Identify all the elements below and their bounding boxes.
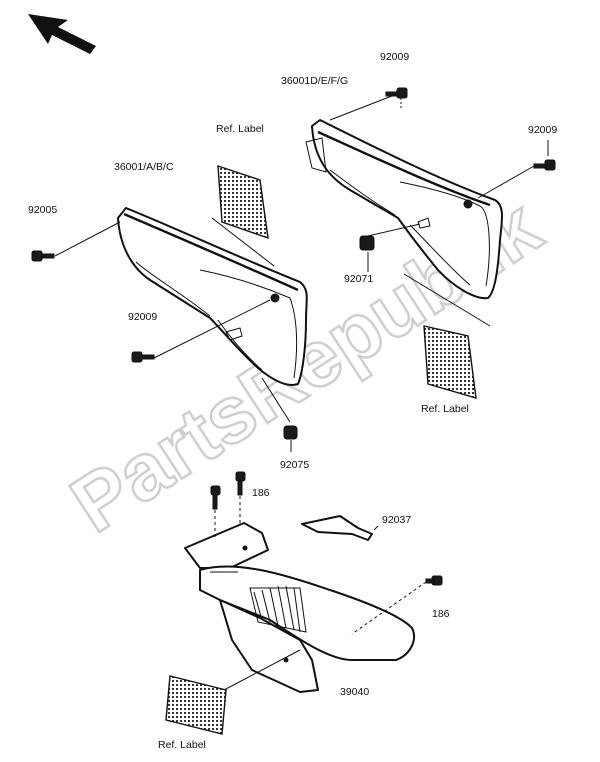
side-cover-left — [117, 207, 308, 386]
arrow-up-left-icon — [28, 14, 96, 54]
screw-mid-icon — [131, 351, 155, 363]
screw-right-icon — [533, 159, 556, 171]
bolt-top-right-icon — [235, 471, 246, 496]
guard-fins — [253, 585, 301, 633]
grommet-right-icon — [359, 235, 375, 251]
chain-guard — [184, 522, 415, 693]
side-cover-right — [305, 119, 503, 300]
leader-lines — [54, 93, 549, 691]
label-screw-mid: 92009 — [128, 311, 157, 323]
label-screw-right: 92009 — [528, 124, 557, 136]
label-bolt-right: 186 — [432, 608, 450, 620]
label-ref-label-bottom: Ref. Label — [158, 739, 206, 751]
label-screw-top: 92009 — [380, 51, 409, 63]
label-grommet-left: 92075 — [280, 459, 309, 471]
bolt-right-icon — [425, 575, 443, 586]
ref-label-sheet-left — [217, 165, 269, 240]
label-ref-label-left: Ref. Label — [216, 123, 264, 135]
ref-label-sheet-right — [423, 325, 477, 399]
screw-left-icon — [31, 250, 55, 262]
label-guard: 39040 — [340, 686, 369, 698]
grommet-left-icon — [283, 425, 298, 440]
screw-top-icon — [385, 87, 408, 99]
label-cover-right-code: 36001D/E/F/G — [281, 75, 348, 87]
label-cover-left-code: 36001/A/B/C — [114, 161, 174, 173]
ref-label-sheet-bottom — [165, 675, 227, 735]
label-ref-label-right: Ref. Label — [421, 403, 469, 415]
label-grommet-right: 92071 — [344, 273, 373, 285]
label-bracket: 92037 — [382, 514, 411, 526]
label-screw-left: 92005 — [28, 204, 57, 216]
bracket-part — [301, 515, 373, 541]
label-bolt-top: 186 — [252, 487, 270, 499]
bolt-top-left-icon — [210, 485, 221, 510]
